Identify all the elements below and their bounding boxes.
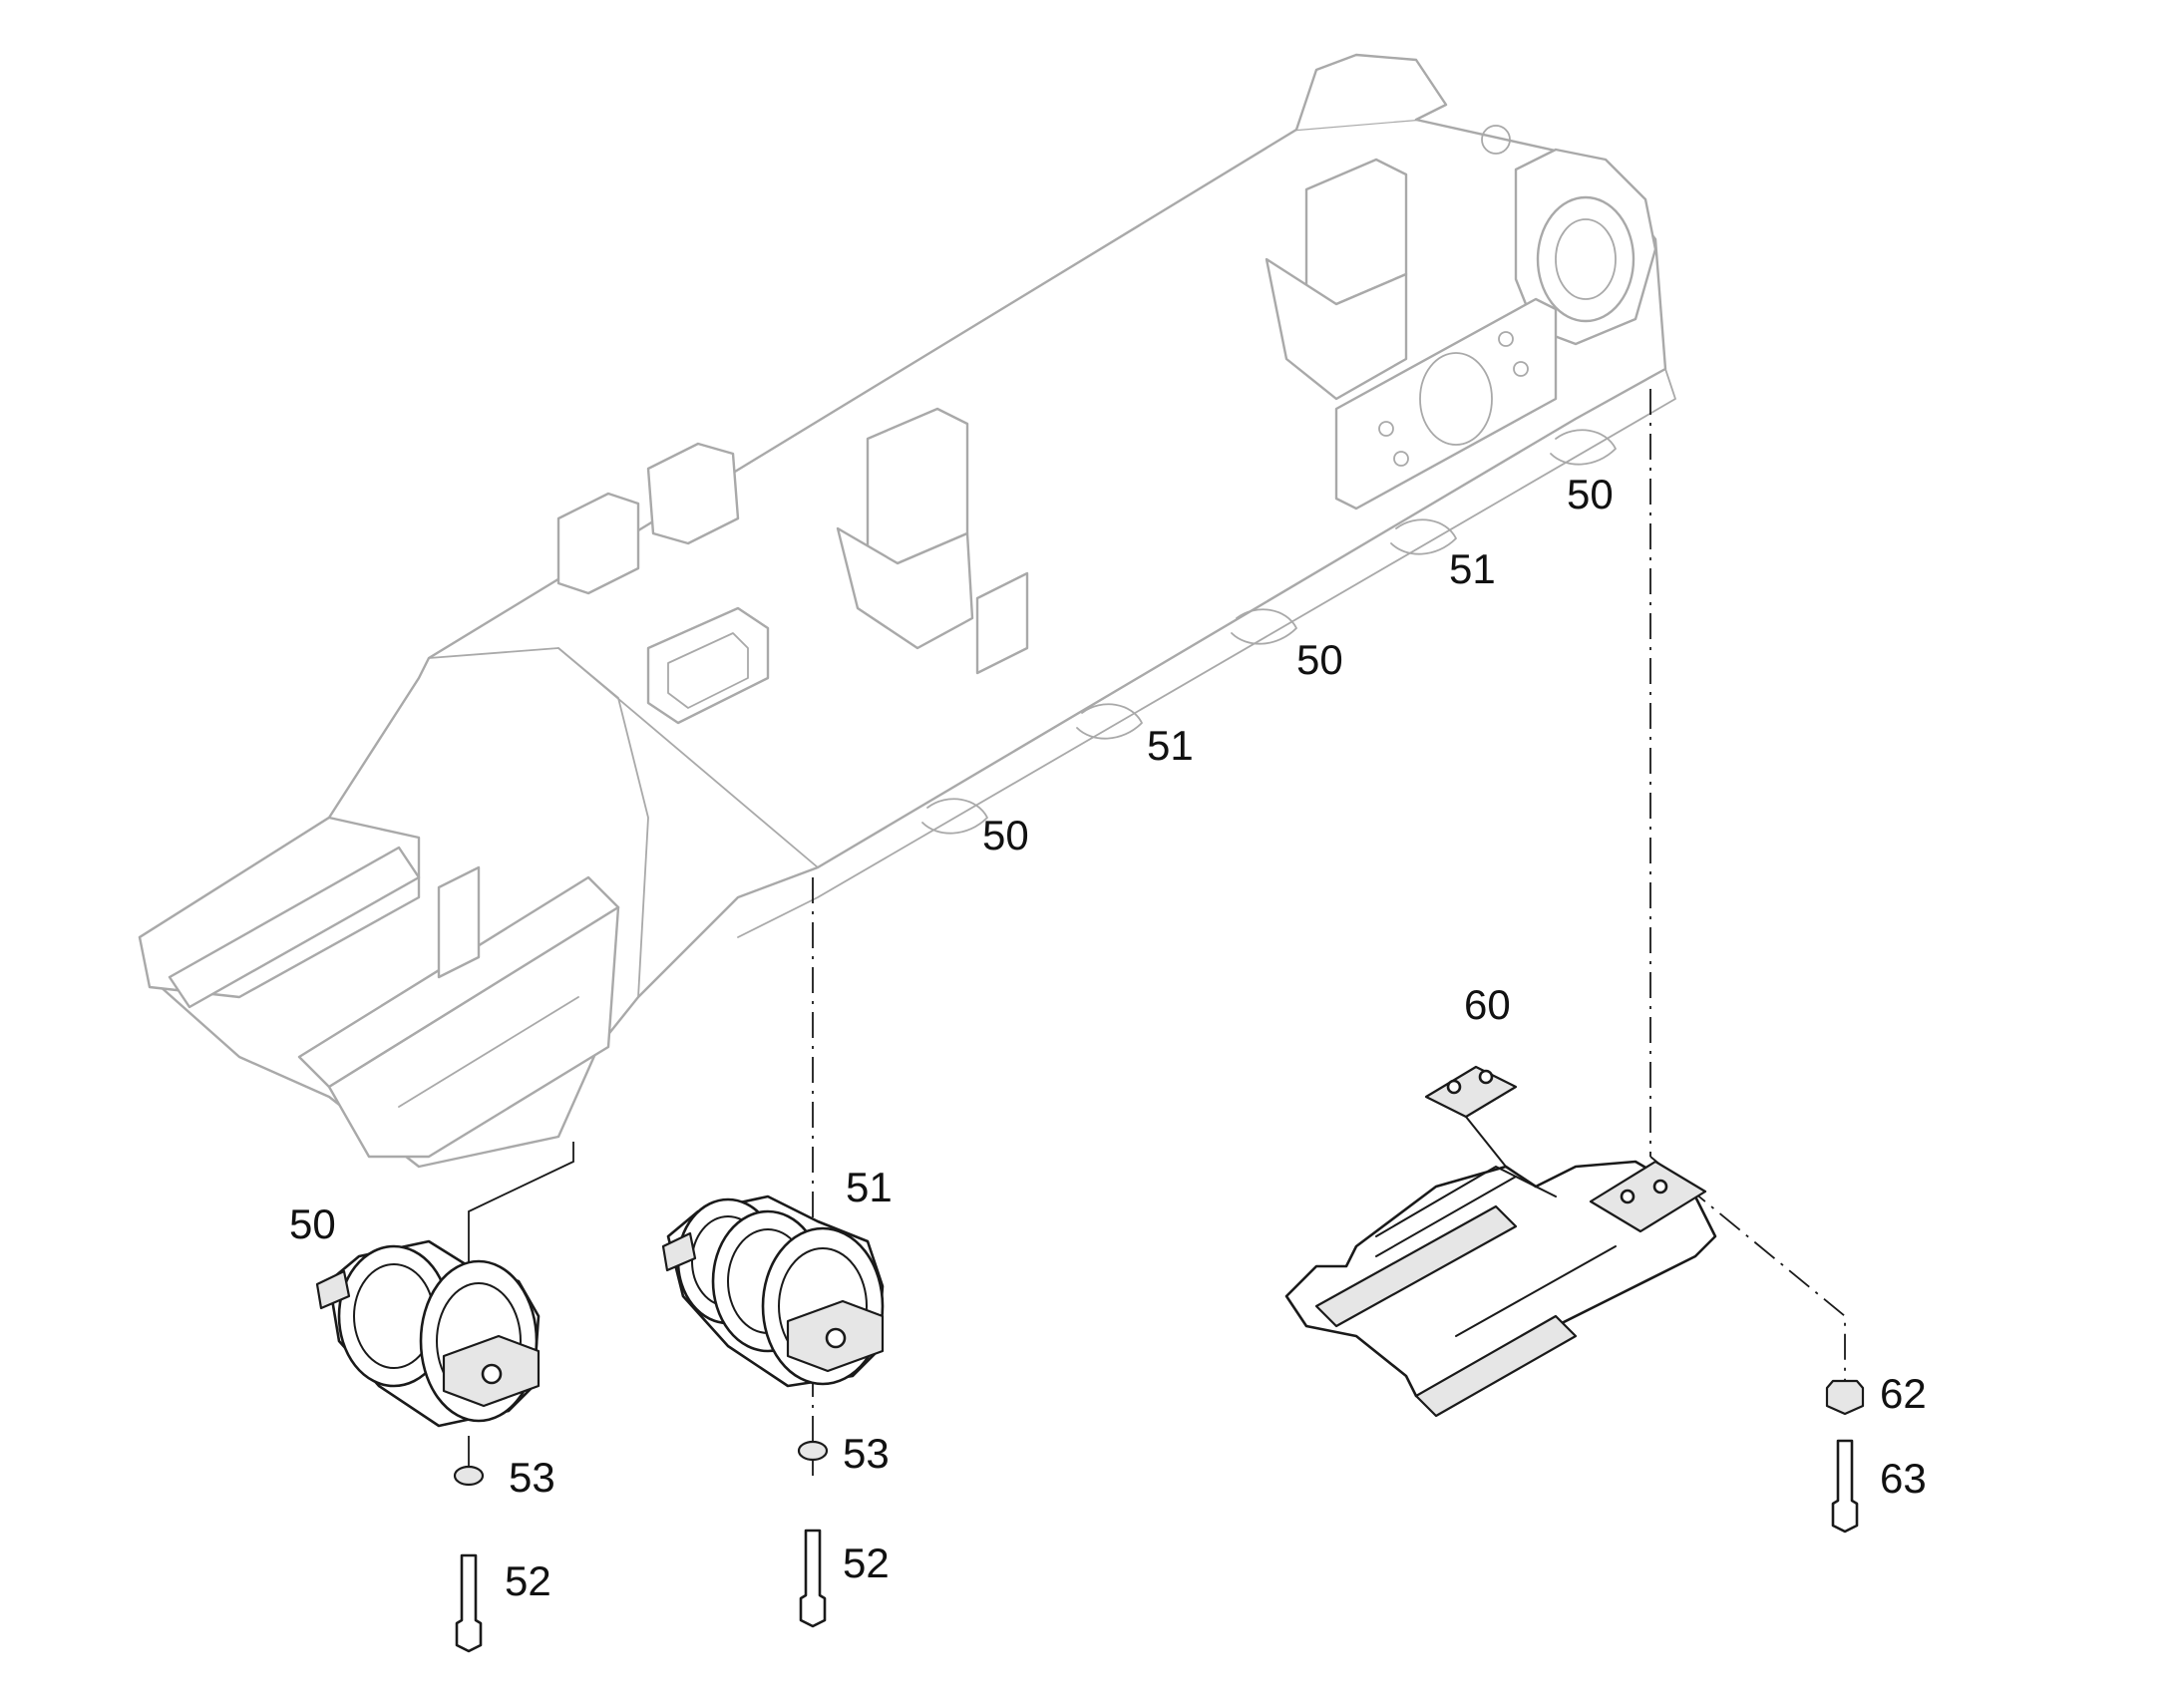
callout-guard-60: 60 [1464, 981, 1511, 1028]
callout-spacer-62: 62 [1880, 1370, 1927, 1417]
callout-frame-roller-51-right: 51 [1449, 545, 1496, 592]
callout-frame-roller-51-mid: 51 [1147, 722, 1194, 769]
roller-51-part [661, 1195, 885, 1388]
bolt-52-right [799, 1529, 827, 1628]
track-frame [138, 53, 1676, 1169]
hardware [453, 1379, 1865, 1653]
callout-frame-roller-50-right: 50 [1567, 471, 1614, 517]
callout-roller-51: 51 [846, 1164, 893, 1210]
callout-bolt-52-left: 52 [505, 1557, 551, 1604]
washer-53-right [797, 1440, 829, 1462]
callout-washer-53-left: 53 [509, 1454, 555, 1501]
roller-50-part [315, 1239, 541, 1428]
bolt-63 [1831, 1439, 1859, 1534]
callout-labels: 50 51 50 51 50 60 50 51 53 52 53 52 62 6… [289, 471, 1927, 1604]
callout-roller-50: 50 [289, 1200, 336, 1247]
bolt-52-left [455, 1553, 483, 1653]
callout-bolt-52-right: 52 [843, 1539, 890, 1586]
washer-53-left [453, 1465, 485, 1487]
roller-guard-60-part [1284, 1065, 1717, 1418]
callout-frame-roller-50-left: 50 [982, 812, 1029, 858]
callout-frame-roller-50-mid: 50 [1296, 636, 1343, 683]
callout-washer-53-right: 53 [843, 1430, 890, 1477]
spacer-62 [1825, 1379, 1865, 1416]
callout-bolt-63: 63 [1880, 1455, 1927, 1502]
